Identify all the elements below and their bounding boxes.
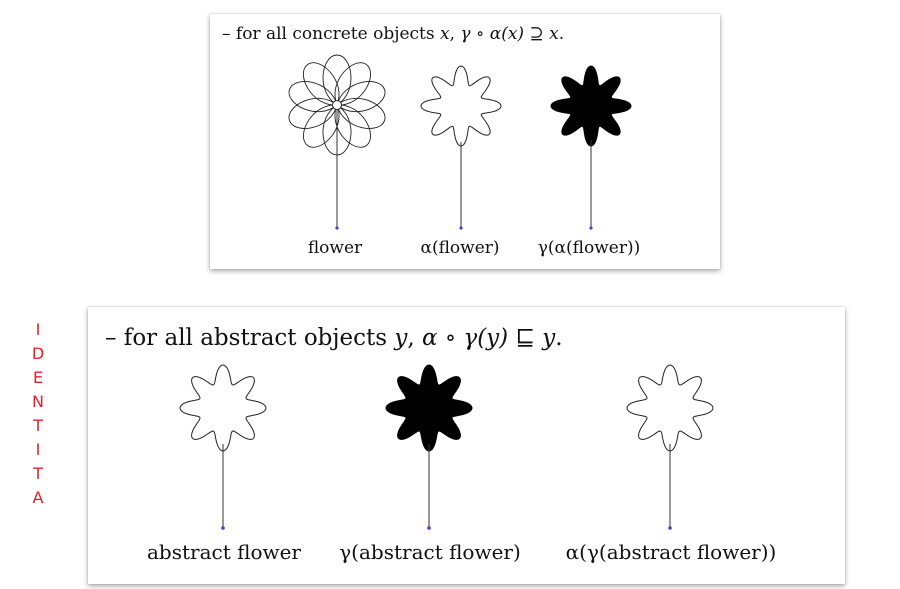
caption-flower: flower: [307, 238, 363, 258]
bottom-panel: – for all abstract objects y, α ∘ γ(y) ⊑…: [88, 307, 845, 584]
top-heading: – for all concrete objects x, γ ∘ α(x) ⊇…: [222, 24, 565, 44]
concretized-flower: [550, 65, 632, 230]
concrete-flower: [288, 54, 386, 230]
handwritten-annotation: I D E N T I T A: [31, 320, 45, 507]
caption-alpha-flower: α(flower): [420, 238, 500, 258]
gamma-abstract-flower: [385, 364, 473, 530]
caption-abstract-flower: abstract flower: [146, 540, 302, 564]
bottom-heading: – for all abstract objects y, α ∘ γ(y) ⊑…: [105, 325, 563, 351]
caption-alpha-gamma-abstract-flower: α(γ(abstract flower)): [565, 540, 777, 564]
alpha-gamma-abstract-flower: [626, 364, 714, 530]
top-panel: – for all concrete objects x, γ ∘ α(x) ⊇…: [210, 14, 720, 269]
caption-gamma-alpha-flower: γ(α(flower)): [537, 238, 641, 258]
abstracted-flower: [420, 65, 502, 230]
caption-gamma-abstract-flower: γ(abstract flower): [339, 540, 521, 564]
abstract-flower: [179, 364, 267, 530]
